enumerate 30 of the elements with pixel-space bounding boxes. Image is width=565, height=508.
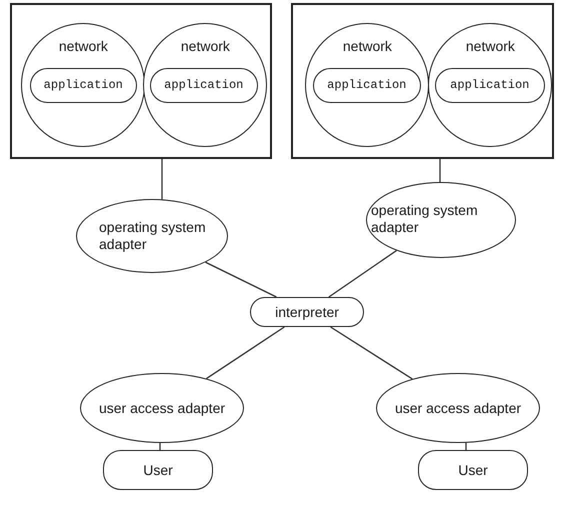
node-label: user access adapter (98, 398, 226, 418)
rounded-box (103, 450, 213, 490)
node-label: operating system adapter (371, 202, 479, 236)
connector-line (161, 159, 163, 200)
connector-line (330, 326, 413, 380)
node-label: application (42, 76, 124, 94)
rounded-box (150, 68, 258, 103)
rounded-box (434, 68, 545, 103)
node-label: network (58, 38, 109, 56)
node-label: User (142, 460, 174, 480)
node-label: application (449, 76, 530, 94)
rounded-box (250, 297, 364, 327)
connector-line (206, 326, 285, 380)
connector-line (328, 250, 397, 298)
node-label: network (464, 38, 516, 56)
node-label: network (342, 38, 393, 56)
node-label: operating system adapter (99, 219, 207, 253)
node-label: application (326, 76, 408, 94)
node-label: user access adapter (394, 398, 522, 418)
connector-line (205, 262, 277, 298)
node-label: interpreter (274, 302, 340, 322)
rounded-box (30, 68, 137, 103)
rounded-box (418, 450, 528, 490)
node-label: network (180, 38, 231, 56)
node-label: application (163, 76, 244, 94)
node-label: User (457, 460, 489, 480)
system-frame (10, 3, 272, 159)
rounded-box (312, 68, 421, 103)
connector-line (439, 159, 441, 182)
system-frame (291, 3, 554, 159)
